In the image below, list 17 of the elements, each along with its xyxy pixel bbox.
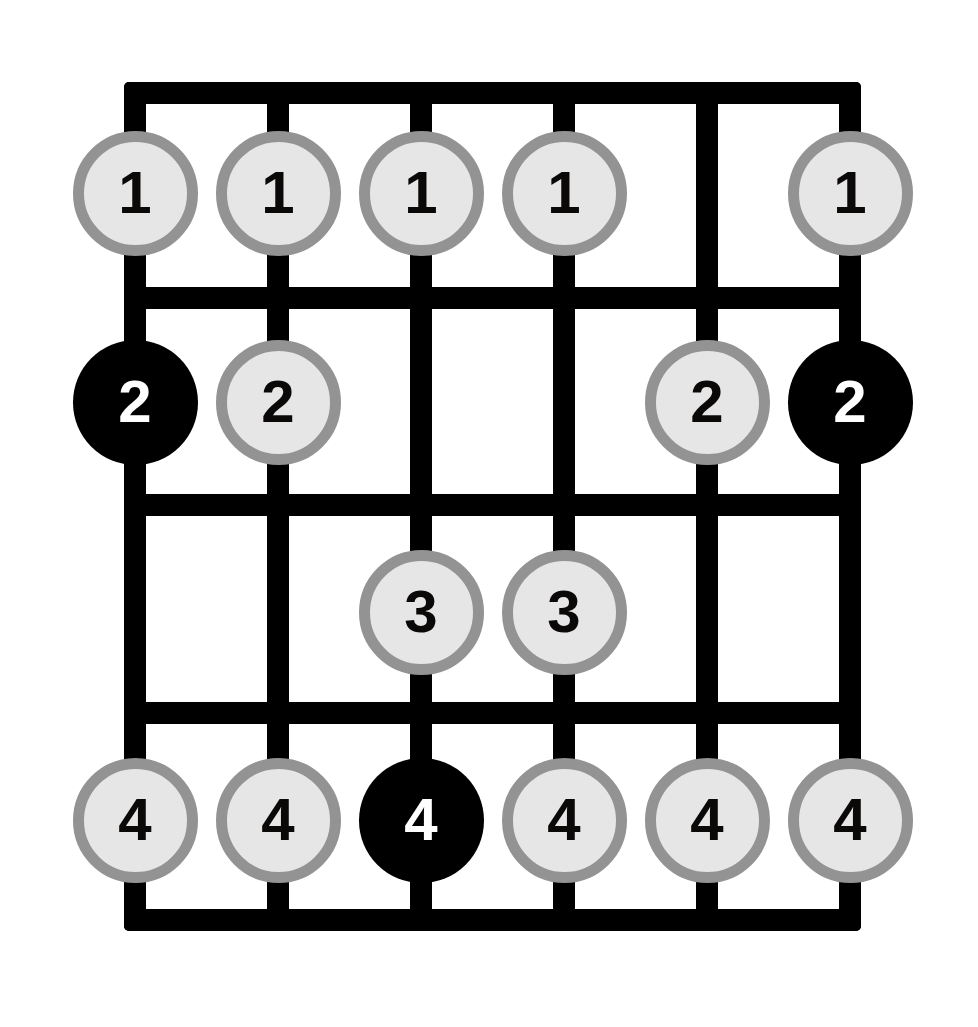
finger-number: 4 xyxy=(261,790,295,850)
finger-number: 3 xyxy=(404,582,438,642)
finger-number: 2 xyxy=(118,372,152,432)
finger-number: 1 xyxy=(261,163,295,223)
finger-number: 2 xyxy=(261,372,295,432)
finger-number: 2 xyxy=(833,372,867,432)
finger-number: 4 xyxy=(547,790,581,850)
finger-number: 1 xyxy=(404,163,438,223)
finger-number: 1 xyxy=(118,163,152,223)
finger-number: 2 xyxy=(690,372,724,432)
finger-number: 4 xyxy=(833,790,867,850)
finger-number: 4 xyxy=(404,790,438,850)
finger-number: 1 xyxy=(547,163,581,223)
finger-number: 1 xyxy=(833,163,867,223)
finger-number: 3 xyxy=(547,582,581,642)
finger-number: 4 xyxy=(690,790,724,850)
finger-number: 4 xyxy=(118,790,152,850)
